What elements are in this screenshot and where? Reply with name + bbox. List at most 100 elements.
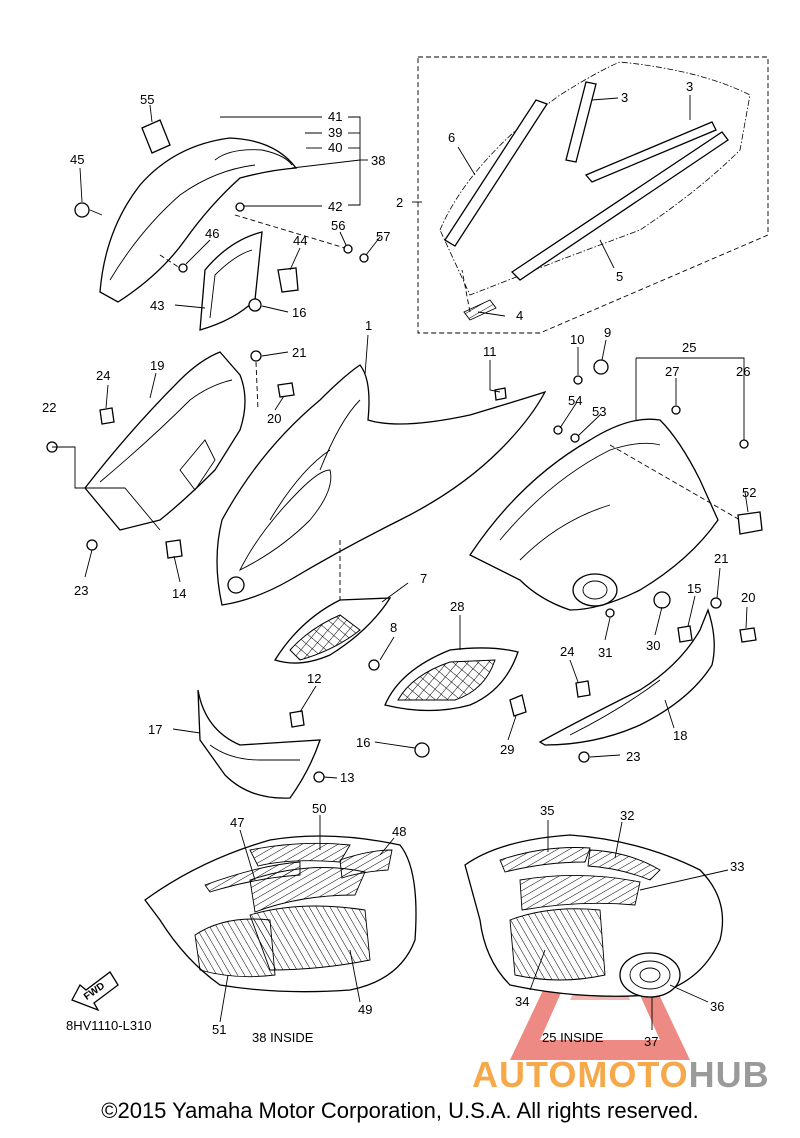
screw-23a (86, 539, 98, 551)
label-35: 35 (540, 803, 554, 818)
washer-42 (235, 202, 245, 212)
side-panel-18 (538, 608, 715, 746)
decal-5 (510, 131, 729, 281)
label-50: 50 (312, 801, 326, 816)
decal-3b (584, 121, 717, 183)
caption-38-inside: 38 INSIDE (252, 1030, 314, 1045)
bolt-45 (74, 202, 90, 218)
watermark-text-part2: HUB (689, 1054, 770, 1095)
label-31: 31 (598, 645, 612, 660)
label-6: 6 (448, 130, 455, 145)
vent-36 (619, 952, 681, 998)
kit-boundary (417, 56, 769, 334)
label-2: 2 (396, 195, 403, 210)
clip-44 (277, 267, 299, 293)
nut-30 (653, 591, 671, 609)
inside-38-view (144, 835, 417, 993)
label-21a: 21 (292, 345, 306, 360)
label-16b: 16 (356, 735, 370, 750)
clip-24b (575, 680, 591, 698)
label-20a: 20 (267, 411, 281, 426)
caption-25-inside: 25 INSIDE (542, 1030, 604, 1045)
side-panel-18-group (538, 597, 757, 763)
label-16a: 16 (292, 305, 306, 320)
decal-kit-group (417, 56, 769, 334)
label-3b: 3 (686, 79, 693, 94)
label-7: 7 (420, 571, 427, 586)
bolt-21a (250, 350, 262, 362)
emblem-55 (141, 119, 171, 154)
label-1: 1 (365, 318, 372, 333)
label-47: 47 (230, 815, 244, 830)
label-17: 17 (148, 722, 162, 737)
clip-24a (99, 407, 115, 425)
nut-9 (593, 359, 609, 375)
label-36: 36 (710, 999, 724, 1014)
pad-35 (499, 847, 591, 873)
clip-14 (165, 539, 183, 559)
label-42: 42 (328, 199, 342, 214)
label-44: 44 (293, 233, 307, 248)
label-21b: 21 (714, 551, 728, 566)
screw-13 (313, 771, 325, 783)
panel-7-group (274, 597, 392, 671)
diagram-code: 8HV1110-L310 (66, 1018, 152, 1033)
label-54: 54 (568, 393, 582, 408)
badge-hole (227, 576, 245, 594)
label-22: 22 (42, 400, 56, 415)
watermark-text: AUTOMOTOHUB (472, 1054, 770, 1095)
label-30: 30 (646, 638, 660, 653)
label-46: 46 (205, 226, 219, 241)
label-27: 27 (665, 364, 679, 379)
grommet-16a (248, 298, 262, 312)
label-28: 28 (450, 599, 464, 614)
nut-57 (359, 253, 369, 263)
rear-cover-25 (469, 418, 719, 611)
pad-33 (519, 875, 641, 911)
copyright-notice: ©2015 Yamaha Motor Corporation, U.S.A. A… (101, 1098, 699, 1123)
rear-cover-25-group (469, 405, 763, 618)
pad-49 (249, 905, 371, 971)
side-cover-1 (216, 364, 547, 606)
washer-11 (494, 387, 507, 401)
label-18: 18 (673, 728, 687, 743)
label-8: 8 (390, 620, 397, 635)
label-37: 37 (644, 1034, 658, 1049)
label-25: 25 (682, 340, 696, 355)
screw-23b (578, 751, 590, 763)
lower-cover-17 (197, 689, 321, 799)
label-43: 43 (150, 298, 164, 313)
label-20b: 20 (741, 590, 755, 605)
watermark-triangle-icon (510, 870, 690, 1060)
label-10: 10 (570, 332, 584, 347)
label-39: 39 (328, 125, 342, 140)
label-48: 48 (392, 824, 406, 839)
panel-28-group (384, 647, 527, 758)
pad-51 (194, 918, 276, 978)
label-4: 4 (516, 308, 523, 323)
duct-43 (199, 231, 263, 331)
watermark-text-part1: AUTOMOTO (472, 1054, 689, 1095)
label-24b: 24 (560, 644, 574, 659)
front-cover-38-group (74, 119, 369, 331)
label-45: 45 (70, 152, 84, 167)
label-24a: 24 (96, 368, 110, 383)
label-5: 5 (616, 269, 623, 284)
label-19: 19 (150, 358, 164, 373)
leader-lines (52, 95, 749, 1030)
lower-cover-17-group (197, 689, 325, 799)
label-41: 41 (328, 109, 342, 124)
front-cover-38 (99, 137, 298, 303)
washer-10 (573, 375, 583, 385)
label-34: 34 (515, 994, 529, 1009)
callout-labels: 1 2 3 3 4 5 6 7 8 9 10 11 12 13 14 15 16… (42, 79, 756, 1049)
fwd-arrow-icon: FWD (71, 971, 119, 1012)
emblem-52 (737, 511, 763, 535)
side-panel-19-group (46, 350, 295, 559)
label-9: 9 (604, 325, 611, 340)
decal-3a (565, 81, 597, 163)
label-32: 32 (620, 808, 634, 823)
label-51: 51 (212, 1022, 226, 1037)
pad-34 (509, 908, 606, 981)
